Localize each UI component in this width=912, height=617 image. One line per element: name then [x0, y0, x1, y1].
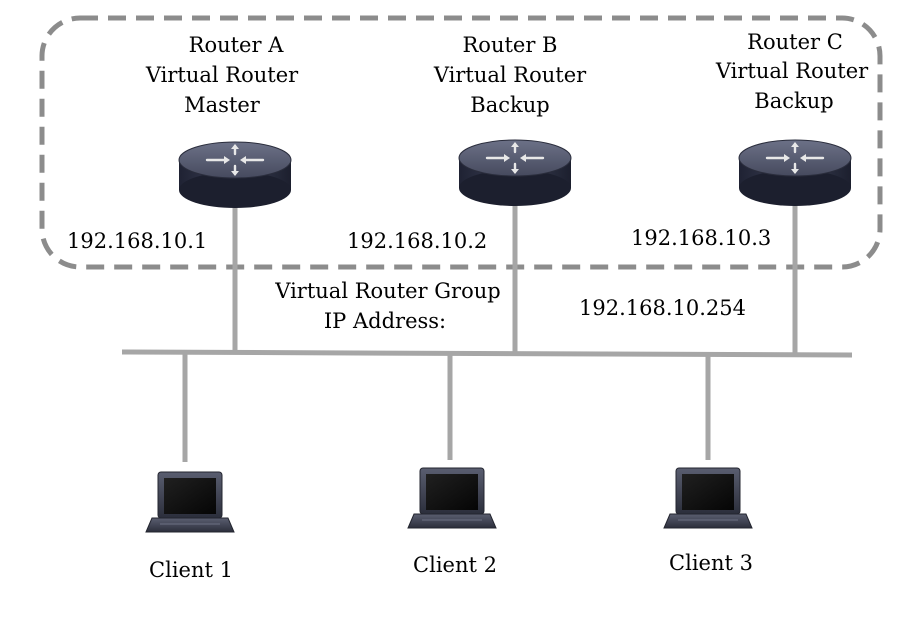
router-a-name: Router A: [188, 33, 284, 57]
router-b-name: Router B: [462, 33, 558, 57]
client-1-label: Client 1: [149, 558, 233, 582]
group-virtual-ip: 192.168.10.254: [579, 296, 746, 320]
group-label: Virtual Router Group: [275, 279, 501, 303]
client-3-laptop-icon: [663, 467, 753, 529]
router-a-icon: [177, 140, 293, 210]
router-c-ip: 192.168.10.3: [631, 226, 772, 250]
client-2-label: Client 2: [413, 553, 497, 577]
router-c-name: Router C: [747, 30, 843, 54]
client-1-laptop-icon: [145, 471, 235, 533]
network-bus: [121, 349, 853, 358]
router-a-ip: 192.168.10.1: [67, 229, 208, 253]
router-b-role: Virtual Router: [433, 63, 587, 87]
router-b-icon: [457, 138, 573, 208]
virtual-router-group-boundary: [39, 15, 883, 270]
router-a-state: Master: [184, 93, 260, 117]
router-a-role: Virtual Router: [145, 63, 299, 87]
router-c-icon: [737, 138, 853, 208]
router-c-state: Backup: [754, 89, 834, 113]
client-2-laptop-icon: [407, 467, 497, 529]
router-b-ip: 192.168.10.2: [347, 229, 488, 253]
router-b-state: Backup: [470, 93, 550, 117]
group-label-ip: IP Address:: [323, 309, 447, 333]
client-3-label: Client 3: [669, 551, 753, 575]
router-c-role: Virtual Router: [715, 59, 869, 83]
